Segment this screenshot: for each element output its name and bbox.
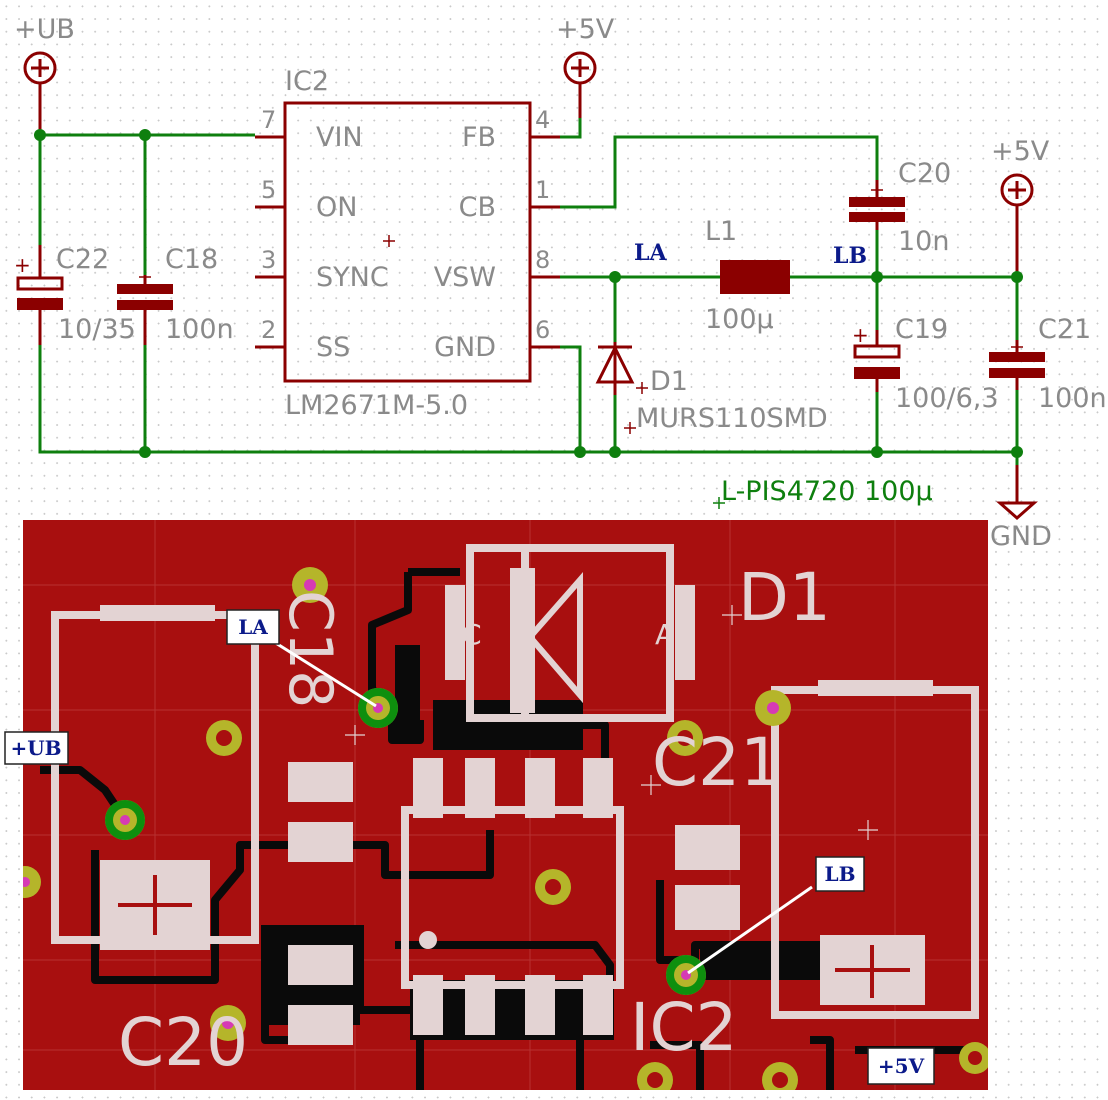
supply-ub-symbol[interactable]: +UB bbox=[14, 14, 75, 135]
ic2-symbol[interactable]: IC2 LM2671M-5.0 7 5 3 2 VIN ON SYNC SS 4… bbox=[255, 66, 560, 421]
c18-name: C18 bbox=[165, 244, 218, 275]
ic2-pin-num: 8 bbox=[535, 246, 550, 274]
l1-name: L1 bbox=[705, 216, 737, 247]
pcb-label-5v-box: +5V bbox=[867, 1047, 935, 1085]
pcb-label-la-box: LA bbox=[226, 609, 280, 645]
supply-5v-top-label: +5V bbox=[556, 14, 615, 45]
c19-value: 100/6,3 bbox=[895, 383, 999, 414]
c18-value: 100n bbox=[165, 314, 234, 345]
c18-symbol[interactable]: C18 100n bbox=[117, 244, 234, 345]
gnd-label: GND bbox=[990, 521, 1052, 552]
net-label-lb: LB bbox=[833, 243, 867, 269]
silk-ic2: IC2 bbox=[630, 989, 738, 1066]
svg-text:+: + bbox=[14, 253, 31, 277]
c20-value: 10n bbox=[898, 226, 949, 257]
ic2-pin-name: SS bbox=[316, 332, 350, 363]
silk-c21: C21 bbox=[652, 724, 782, 801]
ic2-name: IC2 bbox=[285, 66, 329, 97]
c19-symbol[interactable]: + C19 100/6,3 bbox=[852, 314, 999, 414]
gnd-symbol[interactable]: GND bbox=[990, 465, 1052, 552]
c20-symbol[interactable]: C20 10n bbox=[849, 158, 951, 257]
supply-5v-right-label: +5V bbox=[991, 136, 1050, 167]
junction-dots bbox=[34, 129, 1023, 458]
d1-symbol[interactable]: D1 MURS110SMD bbox=[595, 342, 828, 434]
c20-name: C20 bbox=[898, 158, 951, 189]
pcb-board: C18 D1 C A C21 C20 IC2 LA bbox=[4, 520, 988, 1090]
c21-symbol[interactable]: C21 100n bbox=[989, 314, 1107, 414]
d1-value: MURS110SMD bbox=[636, 403, 828, 434]
c22-name: C22 bbox=[56, 244, 109, 275]
svg-text:+: + bbox=[852, 323, 869, 347]
ic2-pin-num: 5 bbox=[261, 176, 276, 204]
schematic: +UB +5V +5V GND bbox=[14, 14, 1107, 552]
silk-d1-cathode: C bbox=[462, 618, 482, 651]
ic2-value: LM2671M-5.0 bbox=[285, 390, 468, 421]
ic2-pin-name: GND bbox=[434, 332, 496, 363]
pcb-label-ub-box: +UB bbox=[4, 731, 69, 765]
c22-value: 10/35 bbox=[58, 314, 136, 345]
silk-d1-anode: A bbox=[655, 618, 674, 651]
ic2-pin-num: 3 bbox=[261, 246, 276, 274]
inductor-note-text: L-PIS4720 100µ bbox=[721, 476, 933, 507]
l1-symbol[interactable]: L1 100µ bbox=[705, 216, 790, 335]
c22-symbol[interactable]: + C22 10/35 bbox=[14, 244, 136, 345]
supply-5v-right-symbol[interactable]: +5V bbox=[991, 136, 1050, 275]
pcb-label-lb: LB bbox=[825, 862, 856, 886]
vias bbox=[23, 567, 988, 1090]
ic2-pin-num: 6 bbox=[535, 316, 550, 344]
ic2-pin-num: 2 bbox=[261, 316, 276, 344]
silk-d1: D1 bbox=[738, 559, 831, 636]
supply-ub-label: +UB bbox=[14, 14, 75, 45]
ic2-pin-name: ON bbox=[316, 192, 357, 223]
ic2-pin-name: VIN bbox=[316, 122, 363, 153]
c19-name: C19 bbox=[895, 314, 948, 345]
ic2-pin-num: 7 bbox=[261, 106, 276, 134]
pcb-label-lb-box: LB bbox=[815, 856, 865, 892]
l1-value: 100µ bbox=[705, 304, 774, 335]
supply-5v-top-symbol[interactable]: +5V bbox=[556, 14, 615, 118]
d1-name: D1 bbox=[650, 366, 688, 397]
ic2-pin-name: SYNC bbox=[316, 262, 389, 293]
ic2-pin-name: FB bbox=[462, 122, 496, 153]
ic2-pin-num: 1 bbox=[535, 176, 550, 204]
pcb-label-5v: +5V bbox=[878, 1054, 925, 1078]
schematic-wires bbox=[38, 118, 1019, 465]
silk-c20: C20 bbox=[118, 1004, 248, 1081]
ic2-pin-name: VSW bbox=[434, 262, 496, 293]
ic2-pin-name: CB bbox=[459, 192, 496, 223]
pcb-label-la: LA bbox=[238, 615, 268, 639]
c21-value: 100n bbox=[1038, 383, 1107, 414]
ic2-pin-num: 4 bbox=[535, 106, 550, 134]
pcb-label-ub: +UB bbox=[10, 736, 61, 760]
net-label-la: LA bbox=[634, 240, 667, 266]
inductor-note: L-PIS4720 100µ bbox=[713, 476, 933, 509]
c21-name: C21 bbox=[1038, 314, 1091, 345]
